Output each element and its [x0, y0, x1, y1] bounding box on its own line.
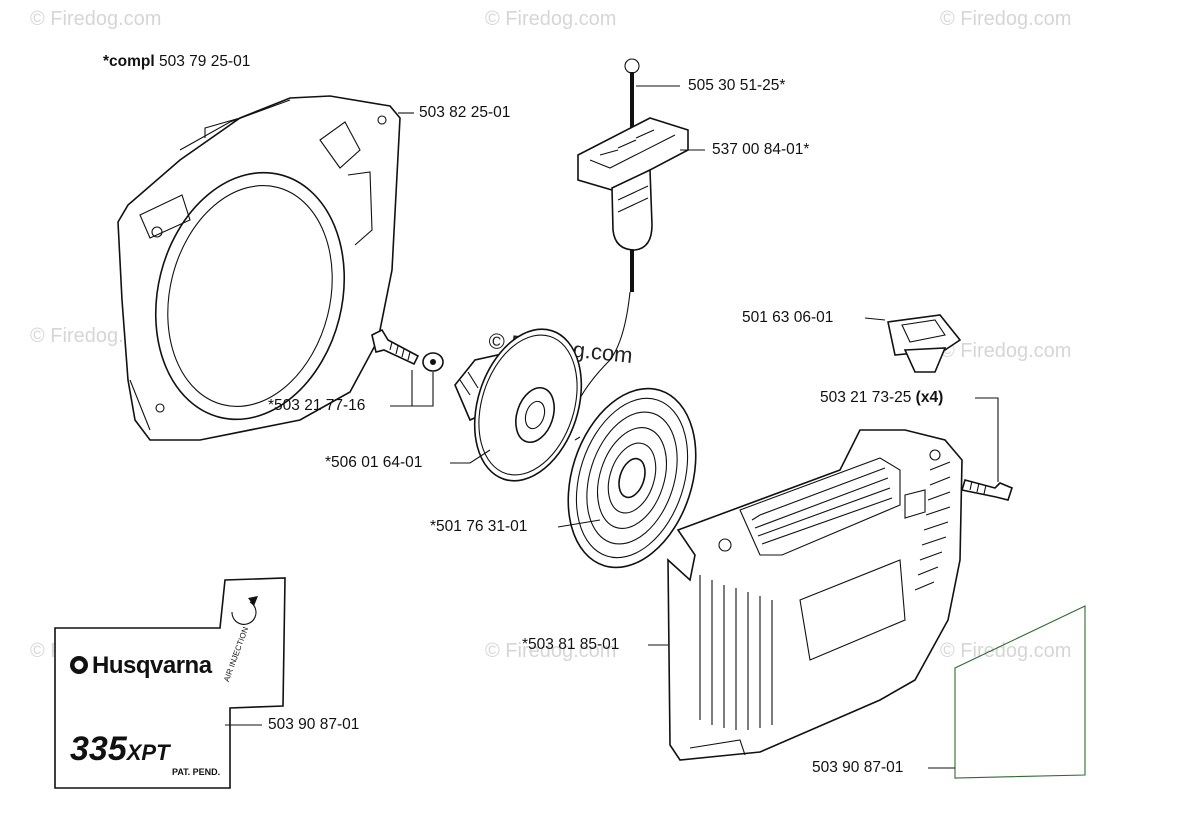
watermark: © Firedog.com: [940, 640, 1072, 662]
starter-housing: [117, 95, 401, 441]
watermark: © Firedog.com: [30, 8, 162, 30]
watermark: © Firedog.com: [485, 640, 617, 662]
label-spring: *501 76 31-01: [430, 518, 528, 535]
label-housing: 503 82 25-01: [419, 104, 511, 121]
cover-screw: [960, 479, 1013, 501]
decal-model-number: 335: [70, 730, 127, 768]
label-rope: 505 30 51-25*: [688, 77, 786, 94]
label-compl-number: 503 79 25-01: [159, 53, 251, 70]
bushing: [887, 314, 962, 373]
starter-cover: [667, 429, 963, 761]
label-bolt-washer: *503 21 77-16: [268, 397, 366, 414]
decal-model: 335XPT: [70, 730, 170, 769]
watermark: © Firedog.com: [940, 340, 1072, 362]
watermark: © Firedog.com: [485, 8, 617, 30]
decal-left: [54, 577, 286, 789]
decal-model-suffix: XPT: [126, 740, 170, 765]
decal-brand: Husqvarna: [92, 652, 212, 679]
label-bushing: 501 63 06-01: [742, 309, 834, 326]
label-compl-prefix: *compl: [103, 53, 155, 70]
decal-right: [954, 605, 1086, 779]
bolt-and-washer: [371, 328, 444, 372]
label-compl: *compl 503 79 25-01: [103, 53, 250, 71]
label-handle: 537 00 84-01*: [712, 141, 810, 158]
starter-handle: [577, 117, 689, 251]
label-decal-left: 503 90 87-01: [268, 716, 360, 733]
leader-lines: [225, 85, 999, 769]
decal-pat-pend: PAT. PEND.: [172, 767, 221, 777]
label-screw-qty: (x4): [915, 389, 944, 406]
recoil-spring-cassette: [567, 387, 697, 569]
label-screw-number: 503 21 73-25: [820, 389, 912, 406]
label-decal-right: 503 90 87-01: [812, 759, 904, 776]
label-cover: *503 81 85-01: [522, 636, 620, 653]
label-pulley: *506 01 64-01: [325, 454, 423, 471]
starter-pulley: [454, 328, 583, 482]
label-screw: 503 21 73-25 (x4): [820, 389, 943, 407]
watermark: © Firedog.com: [940, 8, 1072, 30]
